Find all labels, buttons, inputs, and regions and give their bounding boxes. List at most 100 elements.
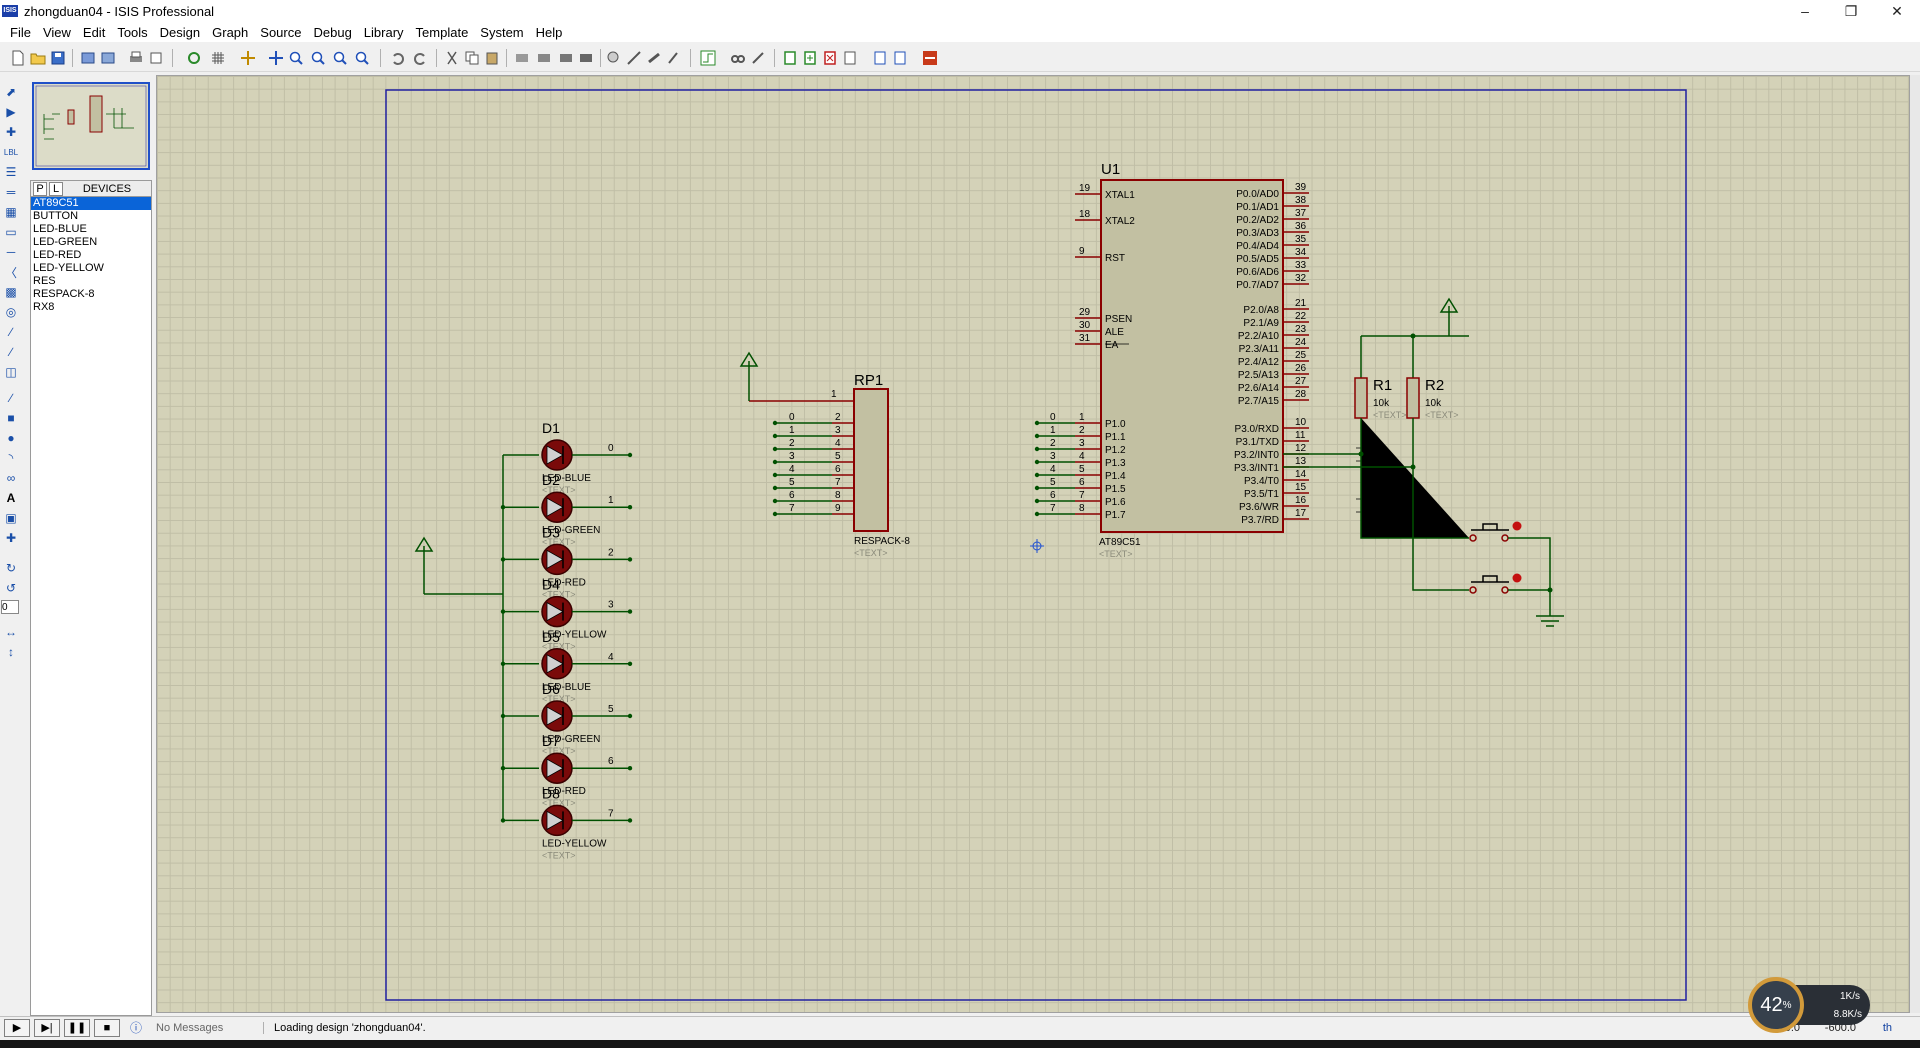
print-area-icon[interactable] — [148, 50, 164, 66]
make-device-icon[interactable] — [626, 50, 642, 66]
device-list-item[interactable]: AT89C51 — [31, 197, 151, 210]
rotate-anticlockwise-icon[interactable]: ↺ — [5, 581, 17, 595]
subcircuit-icon[interactable]: ▦ — [5, 205, 17, 219]
decompose-icon[interactable] — [666, 50, 682, 66]
menu-view[interactable]: View — [42, 24, 71, 40]
copy-icon[interactable] — [464, 50, 480, 66]
save-icon[interactable] — [50, 50, 66, 66]
restore-button[interactable]: ❐ — [1844, 2, 1858, 19]
export-icon[interactable] — [100, 50, 116, 66]
tape-recorder-icon[interactable]: ▩ — [5, 285, 17, 299]
mirror-y-icon[interactable]: ↕ — [8, 645, 14, 659]
menu-edit[interactable]: Edit — [82, 24, 106, 40]
overview-window[interactable] — [32, 82, 150, 170]
device-list-item[interactable]: RESPACK-8 — [33, 288, 95, 300]
menu-source[interactable]: Source — [260, 24, 302, 40]
cut-icon[interactable] — [444, 50, 460, 66]
u1-microcontroller[interactable]: U1 AT89C51 <TEXT> 19XTAL118XTAL29RST29PS… — [1034, 161, 1378, 559]
voltage-probe-icon[interactable]: ∕ — [9, 325, 12, 339]
component-mode-icon[interactable]: ▶ — [6, 105, 16, 119]
symbol-icon[interactable]: ▣ — [5, 511, 17, 525]
block-copy-icon[interactable] — [514, 50, 530, 66]
menu-help[interactable]: Help — [535, 24, 563, 40]
rotate-clockwise-icon[interactable]: ↻ — [5, 561, 17, 575]
box-icon[interactable]: ■ — [7, 411, 15, 425]
grid-icon[interactable] — [210, 50, 226, 66]
generator-icon[interactable]: ◎ — [5, 305, 17, 319]
pick-devices-button[interactable]: P — [33, 181, 47, 196]
device-list-item[interactable]: LED-BLUE — [33, 223, 87, 235]
exit-to-parent-icon[interactable] — [842, 50, 858, 66]
property-assignment-icon[interactable] — [750, 50, 766, 66]
menu-template[interactable]: Template — [415, 24, 469, 40]
arc-icon[interactable]: ◝ — [8, 451, 14, 465]
message-count[interactable]: No Messages — [156, 1021, 265, 1034]
library-manager-button[interactable]: L — [49, 181, 63, 196]
menu-graph[interactable]: Graph — [212, 24, 249, 40]
zoom-in-icon[interactable] — [288, 50, 304, 66]
device-list-item[interactable]: RES — [33, 275, 56, 287]
led-array[interactable]: 0D1LED-BLUE<TEXT>1D2LED-GREEN<TEXT>2D3LE… — [414, 420, 633, 860]
bill-of-materials-icon[interactable] — [872, 50, 888, 66]
paste-icon[interactable] — [484, 50, 500, 66]
step-button[interactable]: ▶| — [34, 1018, 60, 1037]
network-speed-widget[interactable]: 1K/s 8.8K/s 42% — [1748, 977, 1870, 1033]
open-folder-icon[interactable] — [30, 50, 46, 66]
electrical-rules-icon[interactable] — [892, 50, 908, 66]
minimize-button[interactable]: – — [1801, 3, 1809, 19]
new-file-icon[interactable] — [10, 50, 26, 66]
text-icon[interactable]: A — [6, 491, 16, 505]
device-list-item[interactable]: LED-YELLOW — [33, 262, 104, 274]
play-button[interactable]: ▶ — [4, 1018, 30, 1037]
device-pins-icon[interactable]: ─ — [6, 245, 16, 259]
remove-sheet-icon[interactable] — [822, 50, 838, 66]
marker-icon[interactable]: ✚ — [5, 531, 17, 545]
info-icon[interactable]: ⓘ — [130, 1021, 143, 1035]
rotation-angle-field[interactable]: 0 — [1, 600, 19, 614]
graph-icon[interactable]: 〈 — [4, 265, 17, 280]
schematic-drawing[interactable]: U1 AT89C51 <TEXT> 19XTAL118XTAL29RST29PS… — [157, 76, 1910, 1013]
new-sheet-icon[interactable] — [782, 50, 798, 66]
junction-dot-icon[interactable]: ✚ — [5, 125, 17, 139]
menu-tools[interactable]: Tools — [117, 24, 148, 40]
menu-file[interactable]: File — [10, 24, 31, 40]
packaging-tool-icon[interactable] — [646, 50, 662, 66]
zoom-out-icon[interactable] — [310, 50, 326, 66]
pan-icon[interactable] — [268, 50, 284, 66]
bus-icon[interactable]: ═ — [6, 185, 16, 199]
block-move-icon[interactable] — [536, 50, 552, 66]
redo-icon[interactable] — [412, 50, 428, 66]
line-icon[interactable]: ∕ — [9, 391, 12, 405]
zoom-all-icon[interactable] — [332, 50, 348, 66]
wire-autorouter-icon[interactable] — [700, 50, 716, 66]
add-sheet-icon[interactable] — [802, 50, 818, 66]
import-icon[interactable] — [80, 50, 96, 66]
menu-debug[interactable]: Debug — [313, 24, 352, 40]
netlist-to-ares-icon[interactable] — [922, 50, 938, 66]
pull-up-resistors[interactable]: R1 10k <TEXT> R2 10k <TEXT> — [1283, 297, 1469, 591]
stop-button[interactable]: ■ — [94, 1018, 120, 1037]
circle-icon[interactable]: ● — [7, 431, 15, 445]
push-buttons[interactable] — [1469, 521, 1564, 627]
close-button[interactable]: ✕ — [1891, 2, 1903, 19]
vertical-scrollbar[interactable] — [1910, 75, 1920, 1013]
selection-mode-icon[interactable]: ⬈ — [5, 85, 17, 99]
search-tag-icon[interactable] — [730, 50, 746, 66]
print-icon[interactable] — [128, 50, 144, 66]
text-script-icon[interactable]: ☰ — [5, 165, 17, 179]
pause-button[interactable]: ❚❚ — [64, 1018, 90, 1037]
device-list-item[interactable]: LED-GREEN — [33, 236, 98, 248]
pick-device-icon[interactable] — [606, 50, 622, 66]
mirror-x-icon[interactable]: ↔ — [5, 625, 17, 639]
menu-design[interactable]: Design — [159, 24, 201, 40]
block-rotate-icon[interactable] — [558, 50, 574, 66]
wire-label-icon[interactable]: LBL — [3, 147, 19, 157]
